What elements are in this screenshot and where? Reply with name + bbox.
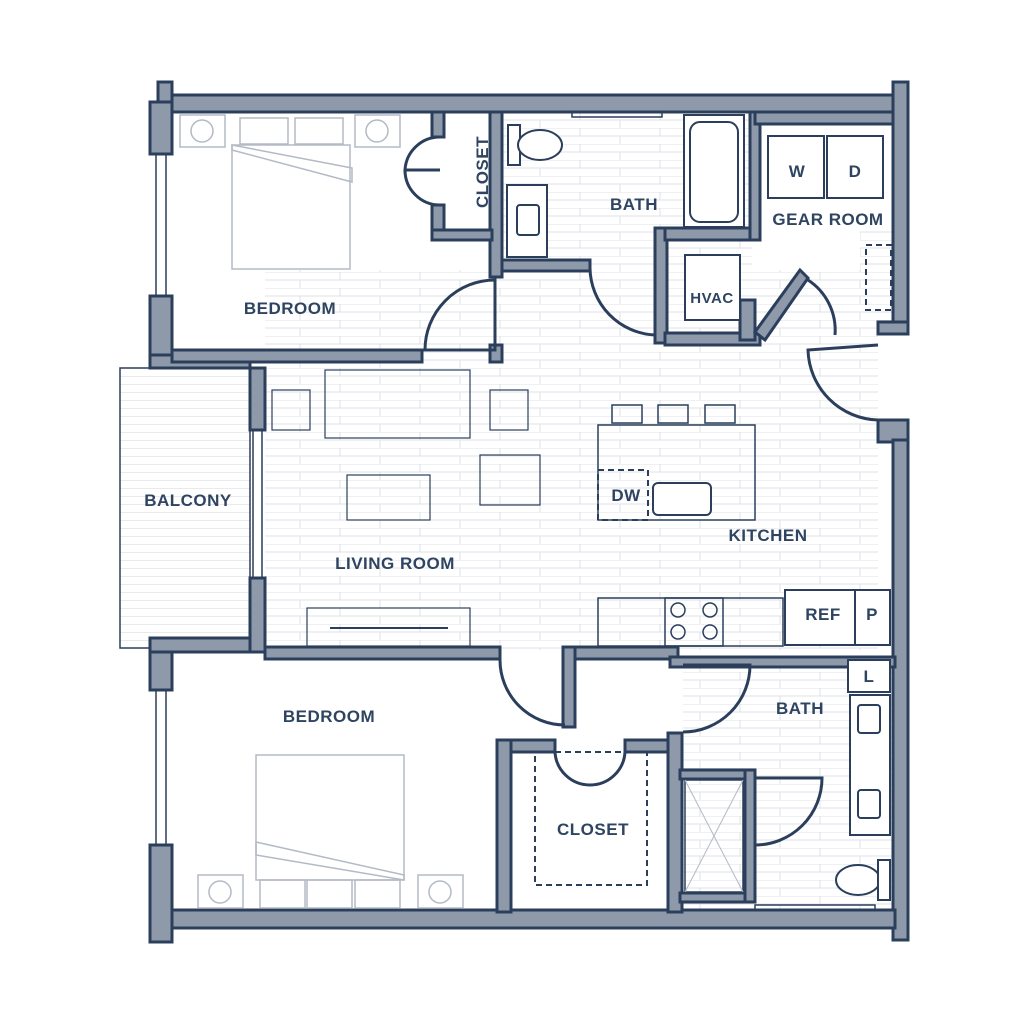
- room-labels: BEDROOM CLOSET BATH W D GEAR ROOM HVAC B…: [144, 136, 883, 839]
- label-linen: L: [864, 667, 875, 686]
- label-washer: W: [789, 162, 806, 181]
- toilet: [517, 129, 563, 161]
- living-room-furniture: [271, 369, 541, 647]
- exterior-walls: [148, 80, 910, 944]
- kitchen-fixtures: [597, 404, 891, 647]
- gear-room-fixtures: [684, 135, 892, 321]
- label-dryer: D: [849, 162, 862, 181]
- label-bedroom-2: BEDROOM: [283, 707, 375, 726]
- interior-walls: [170, 110, 897, 914]
- bedroom-2-furniture: [197, 754, 464, 909]
- kitchen-sink: [652, 482, 712, 516]
- toilet: [835, 864, 881, 896]
- refrigerator: [784, 589, 856, 646]
- bath-2-fixtures: [684, 659, 891, 901]
- label-closet-2: CLOSET: [557, 820, 629, 839]
- linen-cabinet: [847, 659, 891, 693]
- hvac-unit: [684, 254, 741, 321]
- label-pantry: P: [866, 605, 878, 624]
- label-balcony: BALCONY: [144, 491, 232, 510]
- label-dishwasher: DW: [611, 486, 641, 505]
- bed: [231, 144, 351, 270]
- label-kitchen: KITCHEN: [728, 526, 807, 545]
- bedroom-1-furniture: [179, 114, 401, 270]
- closet-2-shelf: [534, 751, 648, 886]
- plank-flooring: [265, 112, 893, 910]
- label-closet-1: CLOSET: [473, 136, 492, 208]
- kitchen-island: [597, 424, 756, 521]
- label-bath-1: BATH: [610, 195, 658, 214]
- label-hvac: HVAC: [690, 290, 733, 307]
- windows: [155, 111, 876, 911]
- bed: [255, 754, 405, 881]
- dryer: [826, 135, 884, 199]
- bath-1-fixtures: [506, 114, 745, 258]
- label-refrigerator: REF: [805, 605, 841, 624]
- label-bath-2: BATH: [776, 699, 824, 718]
- door-swings: [403, 135, 879, 847]
- balcony-decking: [119, 367, 251, 649]
- label-gear-room: GEAR ROOM: [772, 210, 883, 229]
- label-living-room: LIVING ROOM: [335, 554, 455, 573]
- washer: [767, 135, 825, 199]
- pantry: [854, 589, 891, 646]
- label-bedroom-1: BEDROOM: [244, 299, 336, 318]
